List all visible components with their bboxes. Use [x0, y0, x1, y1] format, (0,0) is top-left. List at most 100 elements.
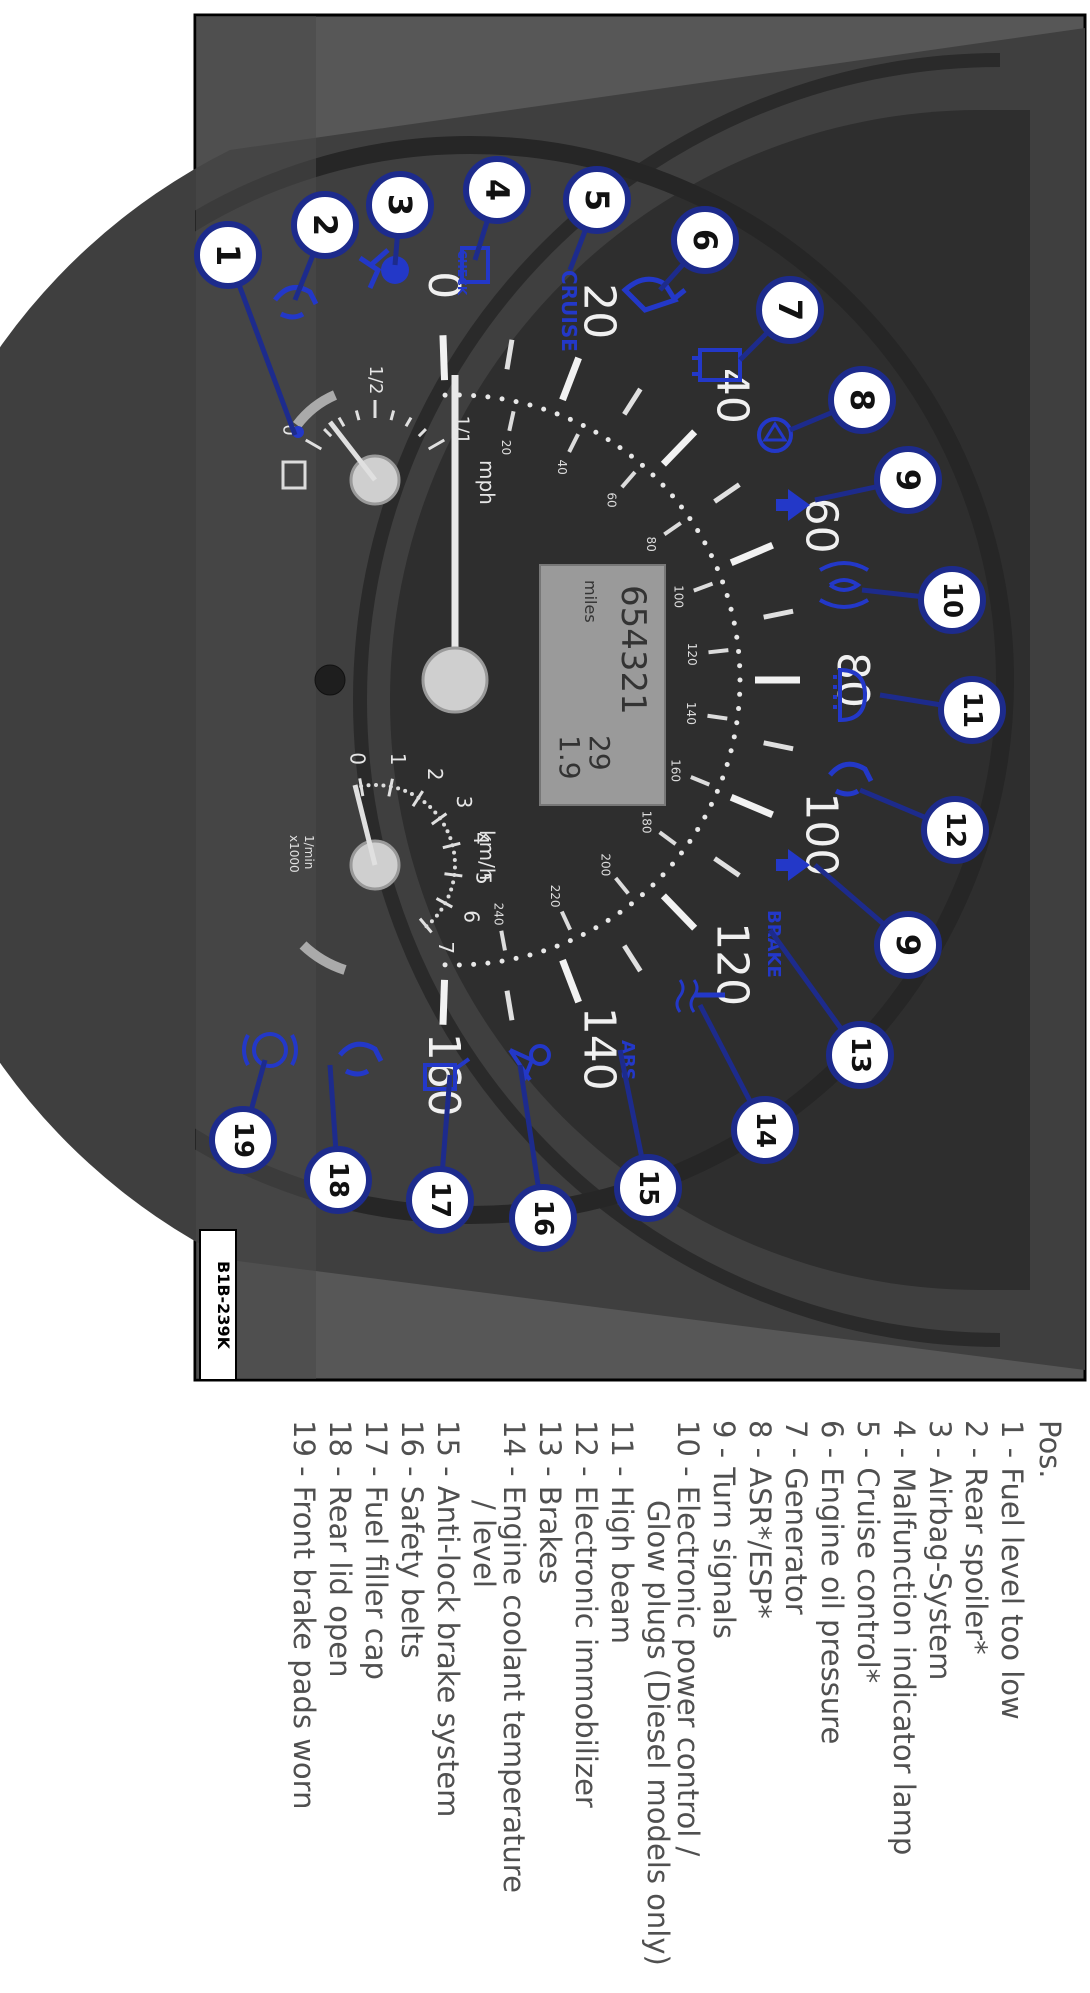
scale-dot: [695, 528, 701, 534]
tach-dot: [403, 788, 408, 793]
callout-number: 14: [750, 1112, 780, 1148]
scale-dot: [513, 955, 519, 961]
fuel-reserve-zone: [293, 390, 338, 429]
high-beam-icon: [833, 667, 868, 723]
figure-code: B1B-239K: [214, 1261, 233, 1350]
callout-number: 4: [478, 179, 516, 201]
scale-dot: [442, 962, 448, 968]
callout-circle: [731, 1096, 799, 1164]
callout-number: 3: [381, 194, 419, 216]
callout-number: 5: [578, 189, 616, 211]
callout-number: 19: [228, 1122, 258, 1158]
tach-unit-line1: 1/min: [302, 835, 316, 869]
cruise-control-icon: CRUISE: [557, 270, 581, 352]
kmh-tick-label: 100: [671, 585, 685, 608]
tach-tick-label: 0: [346, 752, 370, 765]
callout-circle: [756, 276, 824, 344]
mph-minor-tick: [504, 339, 515, 370]
generator-icon: [692, 348, 742, 382]
mph-major-tick: [729, 541, 774, 567]
callout-circle: [828, 366, 896, 434]
oil-pressure-icon: [621, 276, 687, 313]
mph-minor-tick: [763, 608, 794, 620]
scale-dot: [737, 677, 743, 683]
legend-header: Pos.: [1033, 1420, 1067, 1479]
tach-tick-label: 6: [459, 910, 483, 923]
mph-tick-label: 80: [827, 652, 878, 708]
scale-dot: [628, 453, 634, 459]
immobilizer-icon: [828, 761, 874, 797]
callout-number: 9: [889, 934, 927, 956]
scale-dot: [541, 406, 547, 412]
trip-odometer-2: 1.9: [553, 735, 586, 780]
callout-number: 7: [771, 299, 809, 321]
kmh-tick: [690, 775, 711, 787]
scale-dot: [660, 872, 666, 878]
tach-tick-label: 3: [452, 796, 476, 809]
callout-circle: [194, 221, 262, 289]
tach-dot: [450, 843, 455, 848]
kmh-tick: [693, 581, 714, 593]
scale-dot: [687, 516, 693, 522]
rear-lid-icon: [338, 1041, 384, 1077]
scale-dot: [731, 620, 737, 626]
tach-dot: [422, 800, 427, 805]
tach-dot: [428, 805, 433, 810]
reset-button: [314, 664, 346, 696]
mph-tick-label: 20: [574, 283, 625, 339]
tach-dot: [442, 822, 447, 827]
callout-number: 11: [957, 692, 987, 728]
scale-dot: [527, 952, 533, 958]
odometer-lcd: [539, 564, 666, 806]
scale-dot: [650, 882, 656, 888]
tach-dot: [434, 913, 439, 918]
odometer-unit: miles: [581, 580, 600, 623]
scale-dot: [593, 925, 599, 931]
scale-dot: [499, 396, 505, 402]
turn-signal-left-icon: [776, 489, 810, 521]
legend-item: 14 - Engine coolant temperature: [497, 1420, 531, 1893]
legend-item: 7 - Generator: [779, 1420, 813, 1615]
warning-symbols: CHECK CRUISE BRAKE: [242, 246, 874, 1091]
legend-item: 18 - Rear lid open: [323, 1420, 357, 1678]
tach-dot: [433, 810, 438, 815]
scale-dot: [736, 648, 742, 654]
scale-dot: [617, 909, 623, 915]
kmh-tick-label: 40: [555, 460, 569, 475]
callout-number: 16: [528, 1200, 558, 1236]
mph-minor-tick: [713, 482, 741, 504]
svg-text:CHECK: CHECK: [455, 250, 469, 296]
fuel-tick: [304, 438, 323, 451]
callout-number: 8: [843, 389, 881, 411]
scale-dot: [728, 748, 734, 754]
tach-tick-label: 1: [386, 753, 410, 766]
legend-item: 8 - ASR*/ESP*: [743, 1420, 777, 1619]
callout-circle: [938, 676, 1006, 744]
scale-dot: [670, 493, 676, 499]
mph-major-tick: [729, 793, 774, 819]
tach-needle: [352, 784, 378, 866]
scale-dot: [639, 892, 645, 898]
scale-dot: [580, 423, 586, 429]
odometer-display: 654321 miles 29 1.9: [539, 564, 666, 806]
scale-dot: [605, 917, 611, 923]
scale-dot: [708, 553, 714, 559]
tach-dot: [373, 783, 378, 788]
tach-dot: [359, 784, 364, 789]
kmh-tick-label: 20: [499, 440, 513, 455]
scale-dot: [702, 814, 708, 820]
kmh-tick-label: 220: [548, 885, 562, 908]
callout-number: 12: [940, 812, 970, 848]
scale-dot: [678, 504, 684, 510]
mph-minor-tick: [504, 990, 515, 1021]
tach-dot: [452, 865, 457, 870]
scale-dot: [471, 393, 477, 399]
mph-major-tick: [559, 958, 582, 1004]
scale-dot: [605, 437, 611, 443]
tach-dot: [451, 880, 456, 885]
scale-dot: [714, 788, 720, 794]
scale-dot: [541, 948, 547, 954]
turn-signal-right-icon: [776, 849, 810, 881]
scale-dot: [513, 399, 519, 405]
